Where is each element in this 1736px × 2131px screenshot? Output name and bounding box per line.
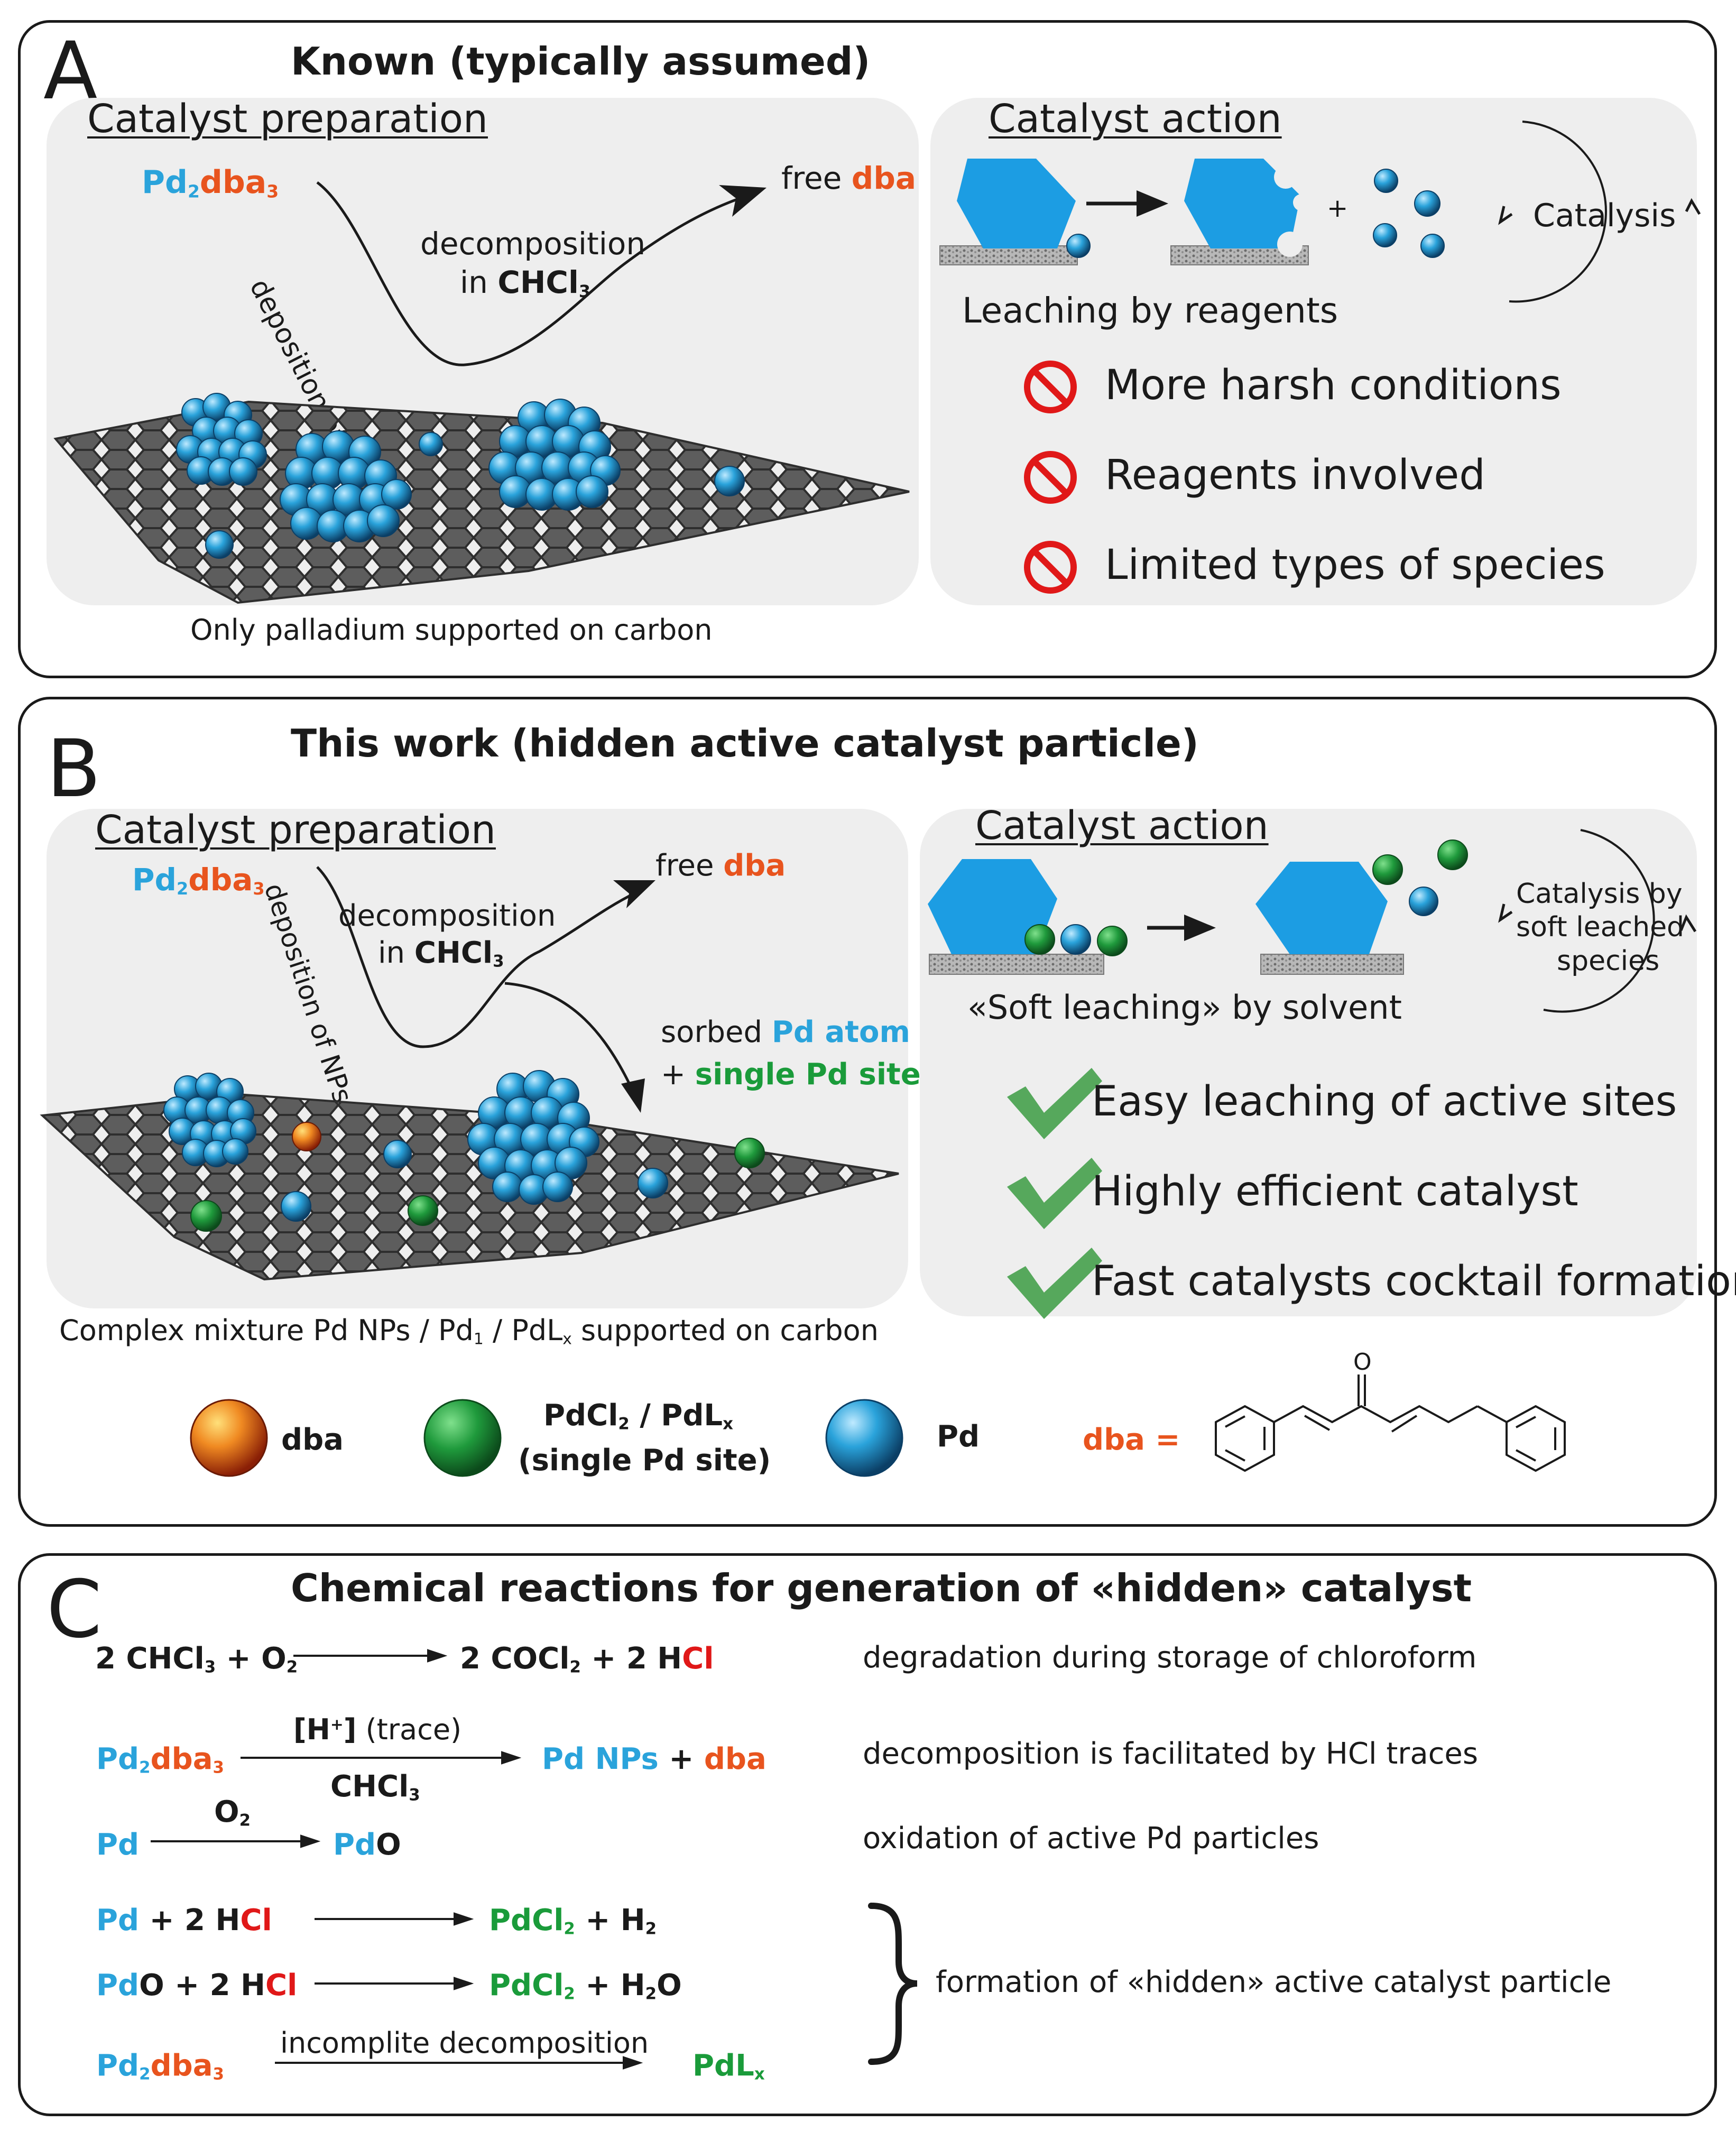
panel-b-sorbed-label: sorbed Pd atom [661,1015,910,1049]
panel-b-cycle-label-3: species [1557,945,1660,977]
panel-a-action-heading: Catalyst action [989,96,1282,142]
panel-a-plus: + [1327,193,1349,223]
reaction-5-products: PdCl2 + H2O [489,1968,682,2004]
panel-b-cycle-label-1: Catalysis by [1516,878,1683,910]
reaction-6-reactant: Pd2dba3 [96,2049,224,2084]
reaction-3-reactant: Pd [96,1828,140,1862]
panel-b-caption: Complex mixture Pd NPs / Pd1 / PdLx supp… [59,1314,879,1349]
reaction-2-condition-below: CHCl3 [330,1769,420,1805]
panel-a-precursor: Pd2dba3 [142,164,279,202]
panel-a-drawback-1: More harsh conditions [1105,362,1562,409]
panel-b-advantage-3: Fast catalysts cocktail formation [1092,1258,1736,1305]
reaction-5-reactants: PdO + 2 HCl [96,1968,298,2003]
panel-b-cycle-label-2: soft leached [1516,911,1685,943]
reaction-2-products: Pd NPs + dba [542,1742,767,1776]
panel-b-letter: B [47,723,101,815]
panel-a-caption: Only palladium supported on carbon [190,613,713,647]
panel-a-title: Known (typically assumed) [291,39,871,84]
reaction-2-reactant: Pd2dba3 [96,1742,224,1777]
dba-oxygen-label: O [1353,1349,1372,1376]
reaction-3-product: PdO [333,1828,401,1862]
panel-a-mechanism: Leaching by reagents [962,290,1338,331]
panel-a-drawback-2: Reagents involved [1105,451,1485,499]
legend-pdcl2-label: PdCl2 / PdLx [543,1398,733,1434]
reaction-group-note: formation of «hidden» active catalyst pa… [936,1965,1612,1999]
reaction-3-condition: O2 [214,1795,251,1830]
panel-b-path-mid-label-1: decomposition [338,899,556,933]
reaction-3-note: oxidation of active Pd particles [863,1821,1319,1856]
panel-a-product: free dba [781,160,916,196]
legend-single-site-label: (single Pd site) [518,1443,771,1478]
legend-pd-label: Pd [937,1419,980,1454]
panel-b-single-site-label: + single Pd site [661,1057,921,1092]
panel-c-title: Chemical reactions for generation of «hi… [291,1566,1472,1610]
panel-b-action-heading: Catalyst action [975,803,1269,848]
reaction-4-reactants: Pd + 2 HCl [96,1903,272,1938]
panel-a-path-mid-label-1: decomposition [420,226,646,262]
panel-b-mechanism: «Soft leaching» by solvent [967,988,1402,1027]
legend-dba-label: dba [281,1423,344,1457]
panel-b-advantage-1: Easy leaching of active sites [1092,1078,1677,1126]
legend-dba-equals: dba = [1083,1423,1180,1457]
reaction-1-products: 2 COCl2 + 2 HCl [460,1641,714,1677]
panel-a-cycle-label: Catalysis [1533,197,1676,234]
reaction-6-product: PdLx [692,2049,765,2084]
panel-b-title: This work (hidden active catalyst partic… [291,721,1199,765]
panel-a-prep-heading: Catalyst preparation [87,96,488,142]
panel-b-product: free dba [655,848,786,883]
panel-b-precursor: Pd2dba3 [132,862,265,899]
panel-b-advantage-2: Highly efficient catalyst [1092,1168,1578,1215]
panel-b-path-mid-label-2: in CHCl3 [378,936,504,971]
reaction-1-reactants: 2 CHCl3 + O2 [95,1641,298,1677]
panel-c-letter: C [47,1564,102,1656]
reaction-1-note: degradation during storage of chloroform [863,1640,1477,1675]
panel-b-prep-heading: Catalyst preparation [95,807,496,853]
reaction-2-note: decomposition is facilitated by HCl trac… [863,1737,1479,1771]
reaction-6-condition: incomplite decomposition [280,2026,649,2060]
panel-a-path-mid-label-2: in CHCl3 [460,264,591,301]
reaction-4-products: PdCl2 + H2 [489,1903,657,1939]
panel-c [18,1553,1717,2116]
reaction-2-condition-above: [H+] (trace) [293,1713,462,1746]
panel-a-drawback-3: Limited types of species [1105,541,1605,589]
